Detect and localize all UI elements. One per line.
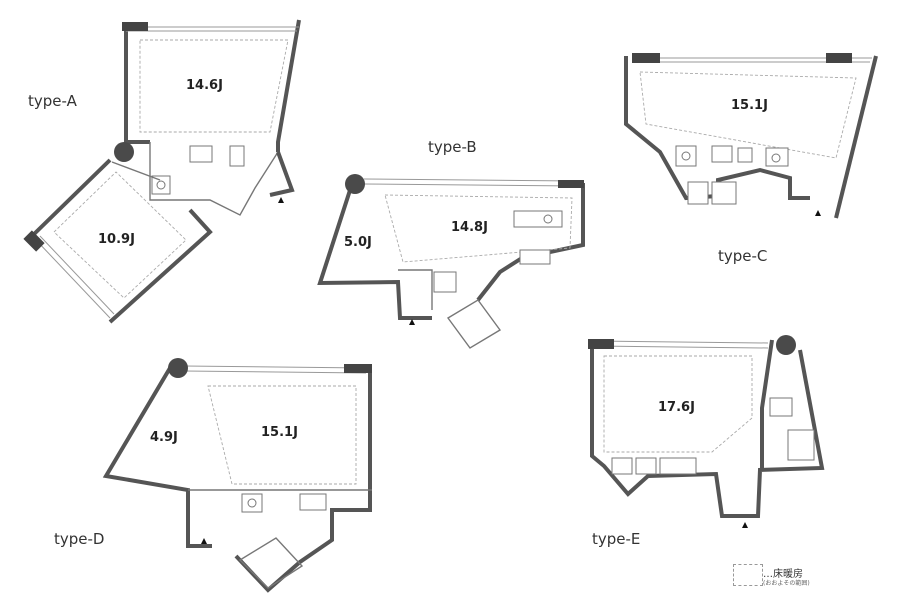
round-column-icon [114,142,134,162]
room-size-b-small: 5.0J [344,235,372,250]
type-a-label: type-A [28,92,77,110]
entrance-triangle-icon [742,522,748,528]
room-size-b-main: 14.8J [451,220,488,235]
type-e-label: type-E [592,530,641,548]
entrance-triangle-icon [409,319,415,325]
plan-type-c [624,53,878,219]
plan-type-d [102,358,372,593]
room-size-c-main: 15.1J [731,98,768,113]
room-size-a-lower: 10.9J [98,232,135,247]
entrance-triangle-icon [278,197,284,203]
plan-type-a [23,19,301,324]
entrance-triangle-icon [815,210,821,216]
type-c-label: type-C [718,247,768,265]
room-size-d-small: 4.9J [150,430,178,445]
room-size-a-upper: 14.6J [186,78,223,93]
plan-type-e [588,335,825,528]
entrance-triangle-icon [201,538,207,544]
round-column-icon [168,358,188,378]
floor-heating-legend-label: …床暖房 [763,569,803,580]
room-size-d-main: 15.1J [261,425,298,440]
type-b-label: type-B [428,138,477,156]
plan-type-b [317,174,585,349]
floor-heating-legend-note: (おおよその範囲) [763,580,810,587]
floor-heating-legend-swatch [733,564,763,586]
round-column-icon [345,174,365,194]
type-d-label: type-D [54,530,105,548]
round-column-icon [776,335,796,355]
room-size-e-main: 17.6J [658,400,695,415]
